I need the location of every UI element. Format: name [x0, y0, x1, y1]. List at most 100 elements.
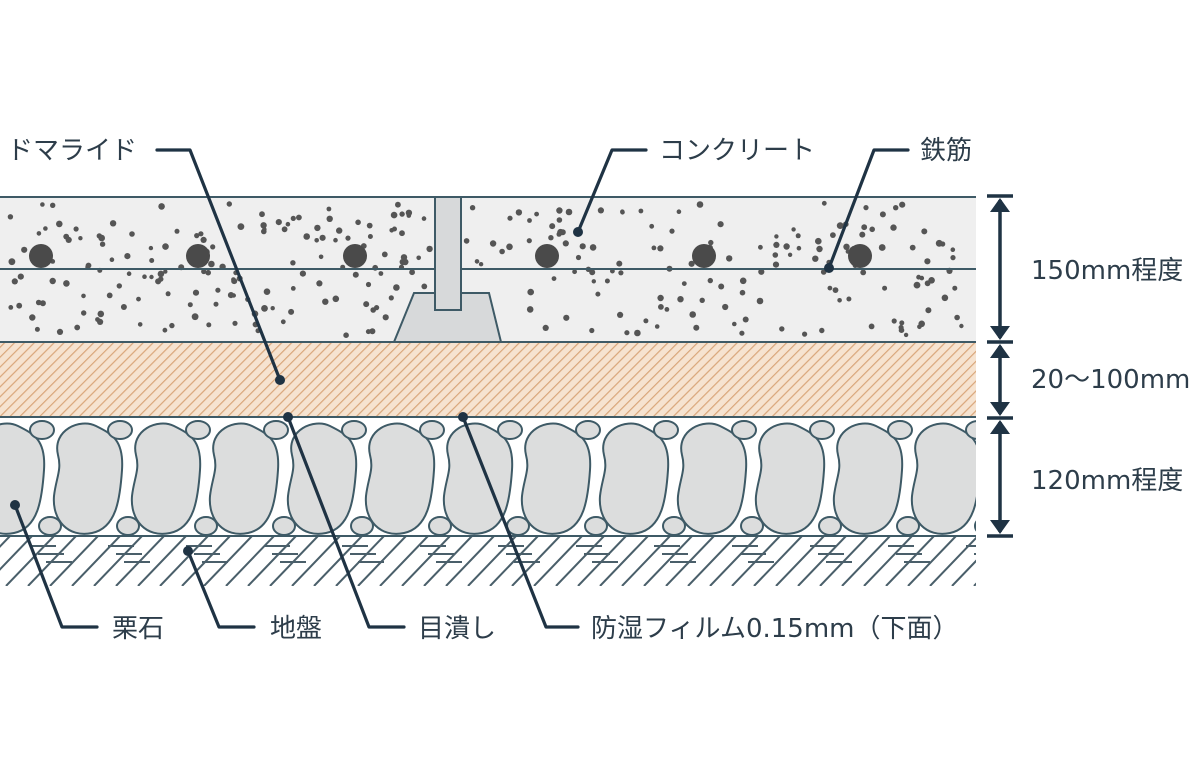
aggregate-dot: [677, 296, 684, 303]
aggregate-dot: [187, 302, 193, 308]
gravel-stone: [52, 422, 124, 535]
aggregate-dot: [589, 244, 597, 251]
ground-hatch: [621, 536, 671, 586]
aggregate-dot: [74, 324, 81, 331]
aggregate-dot: [65, 236, 72, 243]
gravel-stone: [910, 422, 976, 535]
aggregate-dot: [758, 244, 763, 250]
gravel-pebble: [887, 420, 913, 440]
aggregate-dot: [205, 269, 211, 276]
aggregate-dot: [345, 235, 351, 241]
ground-hatch: [929, 536, 976, 586]
aggregate-dot: [893, 205, 899, 211]
gravel-pebble: [818, 516, 842, 535]
ground-hatch: [687, 536, 737, 586]
aggregate-dot: [549, 223, 556, 230]
ground-hatch: [313, 536, 363, 586]
aggregate-dot: [261, 305, 268, 312]
aggregate-dot: [136, 296, 141, 302]
aggregate-dot: [526, 238, 532, 244]
aggregate-dot: [355, 219, 361, 226]
aggregate-dot: [507, 215, 513, 221]
aggregate-dot: [526, 306, 534, 313]
ground-hatch: [775, 536, 825, 586]
gravel-stone: [286, 422, 358, 535]
aggregate-dot: [821, 200, 827, 206]
ground-hatch: [247, 536, 297, 586]
gravel-pebble: [653, 420, 679, 440]
ground-hatch: [0, 536, 11, 548]
aggregate-dot: [365, 329, 371, 335]
aggregate-dot: [575, 254, 582, 261]
aggregate-dot: [843, 243, 850, 250]
gravel-pebble: [341, 420, 367, 440]
gravel-pebble: [809, 420, 835, 440]
aggregate-dot: [158, 203, 165, 210]
aggregate-dot: [155, 278, 162, 285]
aggregate-dot: [693, 324, 700, 331]
aggregate-dot: [381, 251, 388, 258]
aggregate-dot: [210, 244, 216, 250]
aggregate-dot: [49, 277, 56, 285]
aggregate-dot: [259, 211, 265, 218]
aggregate-dot: [382, 314, 389, 321]
aggregate-dot: [565, 208, 573, 216]
aggregate-dot: [21, 246, 28, 253]
aggregate-dot: [469, 205, 476, 211]
aggregate-dot: [597, 207, 605, 214]
aggregate-dot: [772, 252, 779, 258]
aggregate-dot: [34, 326, 40, 332]
aggregate-dot: [126, 271, 132, 277]
gravel-stone: [442, 422, 514, 535]
aggregate-dot: [918, 320, 925, 328]
aggregate-dot: [618, 270, 624, 276]
ground-hatch: [753, 536, 803, 586]
aggregate-dot: [314, 238, 320, 243]
aggregate-dot: [137, 322, 143, 327]
aggregate-dot: [774, 234, 779, 239]
aggregate-dot: [899, 320, 905, 326]
aggregate-dot: [589, 269, 596, 276]
aggregate-dot: [783, 243, 790, 250]
aggregate-dot: [787, 252, 793, 257]
aggregate-dot: [395, 201, 401, 208]
aggregate-dot: [106, 292, 113, 299]
aggregate-dot: [393, 284, 400, 291]
aggregate-dot: [815, 237, 822, 245]
aggregate-dot: [98, 234, 105, 242]
aggregate-dot: [859, 231, 866, 238]
aggregate-dot: [99, 241, 106, 247]
aggregate-dot: [657, 294, 664, 302]
aggregate-dot: [63, 280, 70, 287]
aggregate-dot: [369, 328, 376, 335]
aggregate-dot: [314, 224, 321, 232]
aggregate-dot: [285, 221, 291, 227]
aggregate-dot: [758, 268, 765, 275]
gravel-stone: [208, 422, 280, 535]
aggregate-dot: [157, 270, 165, 278]
leveling-layer: [0, 342, 976, 418]
gravel-pebble: [584, 516, 608, 535]
aggregate-dot: [405, 209, 413, 216]
aggregate-dot: [402, 258, 409, 266]
aggregate-dot: [542, 324, 549, 331]
aggregate-dot: [941, 294, 949, 302]
aggregate-dot: [879, 211, 886, 218]
aggregate-dot: [416, 255, 422, 261]
aggregate-dot: [319, 234, 326, 241]
aggregate-dot: [562, 240, 569, 247]
aggregate-dot: [97, 310, 105, 318]
leveling-thickness-label: 20〜100mm: [1031, 365, 1190, 395]
aggregate-dot: [802, 331, 808, 337]
rebar-dots: [29, 244, 872, 268]
aggregate-dot: [827, 285, 833, 291]
ground-hatch: [445, 536, 495, 586]
ground-hatch: [863, 536, 913, 586]
aggregate-dot: [791, 227, 796, 232]
aggregate-dot: [935, 239, 943, 247]
aggregate-dot: [739, 289, 746, 296]
aggregate-dot: [696, 201, 704, 208]
aggregate-dot: [290, 260, 296, 266]
aggregate-dot: [722, 303, 729, 311]
aggregate-dot: [162, 327, 168, 333]
